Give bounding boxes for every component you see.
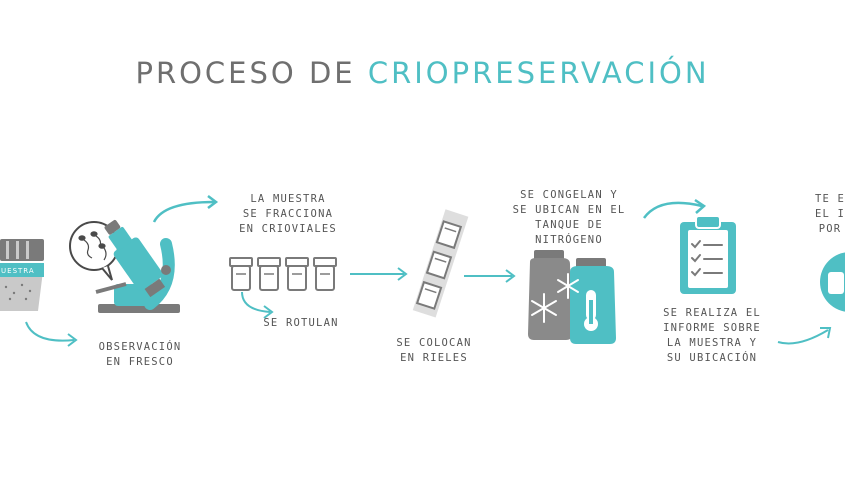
device-icon	[820, 252, 845, 312]
clipboard-icon	[680, 215, 736, 294]
arrow-label-step	[241, 291, 274, 319]
arrow-1	[25, 321, 78, 347]
label-rotulan: SE ROTULAN	[263, 317, 339, 329]
sample-cup-label: MUESTRA	[0, 267, 35, 275]
nitrogen-tank-icon	[528, 250, 616, 344]
title-part-2: CRIOPRESERVACIÓN	[367, 56, 710, 90]
label-observation: OBSERVACIÓN EN FRESCO	[98, 341, 182, 368]
label-freeze: SE CONGELAN Y SE UBICAN EN EL TANQUE DE …	[512, 189, 626, 246]
thermometer-icon	[584, 290, 598, 331]
title-part-1: PROCESO DE	[135, 56, 368, 90]
arrow-4	[464, 269, 516, 283]
label-rails: SE COLOCAN EN RIELES	[396, 337, 472, 364]
label-fraction: LA MUESTRA SE FRACCIONA EN CRIOVIALES	[239, 193, 337, 235]
label-report: SE REALIZA EL INFORME SOBRE LA MUESTRA Y…	[663, 307, 761, 364]
rail-icon	[412, 209, 469, 318]
page-title: PROCESO DE CRIOPRESERVACIÓN	[0, 56, 845, 90]
arrow-3	[350, 267, 408, 281]
arrow-2	[152, 195, 219, 223]
arrow-5	[642, 198, 707, 219]
cryovials-icon	[229, 257, 337, 291]
arrow-6	[777, 327, 832, 345]
snowflake-icon	[531, 273, 579, 323]
label-final: TE E EL I POR	[814, 193, 845, 235]
sample-cup-icon: MUESTRA	[0, 239, 44, 311]
microscope-icon	[95, 219, 180, 313]
